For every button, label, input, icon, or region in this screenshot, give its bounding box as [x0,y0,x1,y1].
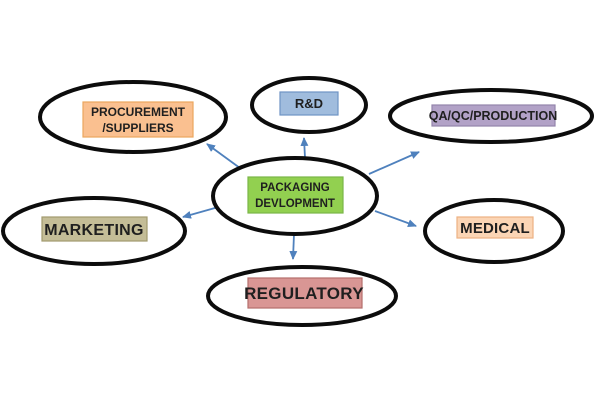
arrow-center-to-rd [300,137,309,159]
arrow-center-to-regulatory [289,233,298,260]
qa-qc-production-label-box [431,104,556,127]
packaging-development-label-line1: PACKAGING [260,182,329,194]
marketing-label: MARKETING [44,222,144,239]
packaging-development-label-line2: DEVLOPMENT [255,198,335,210]
rd-label: R&D [295,96,323,111]
regulatory-label: REGULATORY [244,284,364,303]
node-regulatory: REGULATORY [206,265,398,327]
node-procurement-suppliers: PROCUREMENT /SUPPLIERS [38,80,228,154]
rd-label-box [279,91,339,116]
node-qa-qc-production: QA/QC/PRODUCTION [388,88,594,144]
arrow-center-to-qa [368,151,420,175]
medical-label-box [456,216,534,239]
arrow-center-to-medical [374,210,417,228]
regulatory-label-box [247,277,363,309]
procurement-suppliers-label-box [82,101,194,138]
arrow-center-to-procurement [206,143,245,172]
node-rd: R&D [250,76,368,134]
qa-qc-production-label: QA/QC/PRODUCTION [429,109,557,123]
node-medical: MEDICAL [423,198,565,264]
node-packaging-development: PACKAGING DEVLOPMENT [211,156,379,236]
marketing-label-box [41,216,148,242]
node-marketing: MARKETING [1,196,187,266]
packaging-development-label-box [247,176,344,214]
procurement-suppliers-label-line1: PROCUREMENT [91,105,186,119]
procurement-suppliers-label-line2: /SUPPLIERS [102,121,173,135]
medical-label: MEDICAL [460,220,530,237]
